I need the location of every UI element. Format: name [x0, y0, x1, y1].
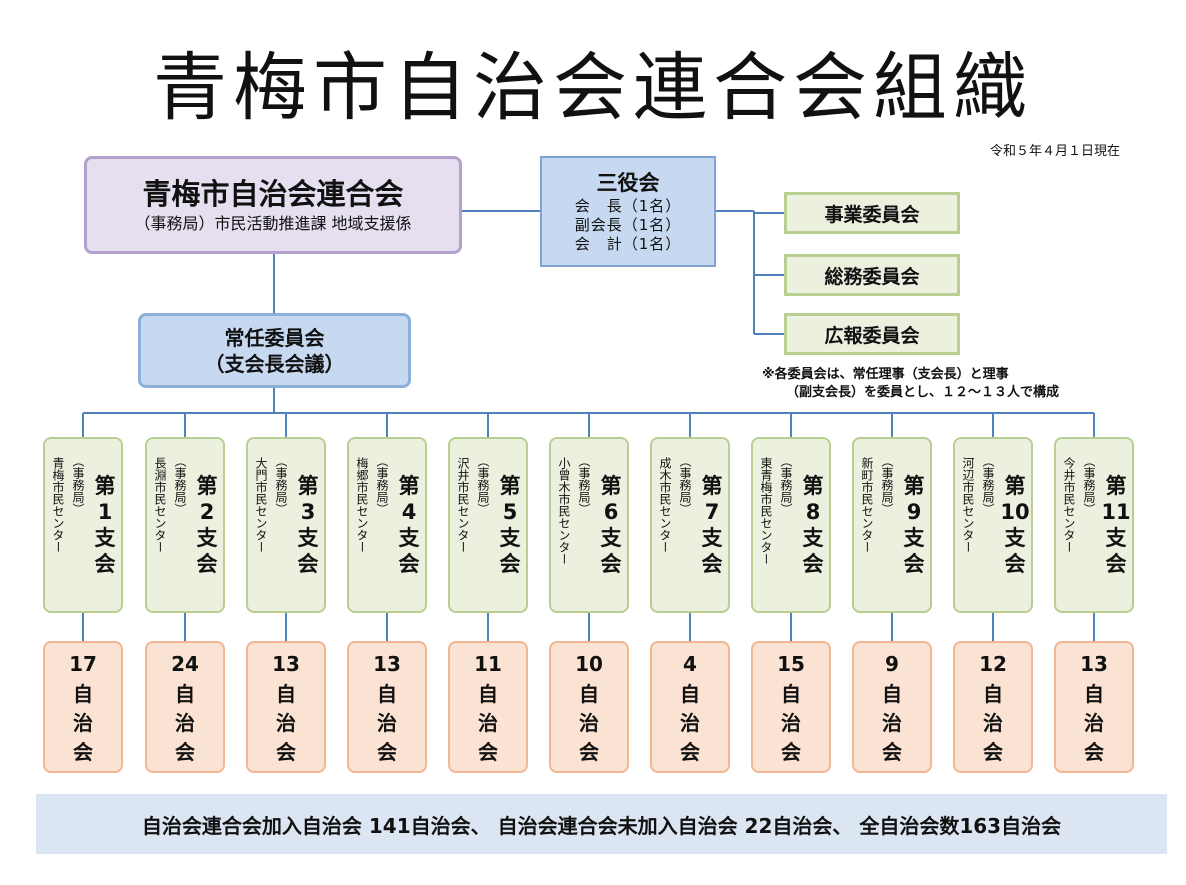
- committee-public-relations: 広報委員会: [784, 313, 960, 355]
- association-count-box: 4 自治会: [650, 641, 730, 773]
- branch-office: 青梅市民センター: [51, 457, 65, 553]
- committee-general-affairs: 総務委員会: [784, 254, 960, 296]
- association-count: 12: [979, 652, 1007, 676]
- association-label: 自治会: [377, 682, 397, 764]
- association-count-box: 12 自治会: [953, 641, 1033, 773]
- branch-office: 沢井市民センター: [456, 457, 470, 553]
- branch-office-label: （事務局）: [779, 455, 793, 515]
- association-count: 4: [683, 652, 697, 676]
- committee-business: 事業委員会: [784, 192, 960, 234]
- association-count-box: 13 自治会: [347, 641, 427, 773]
- federation-office: （事務局）市民活動推進課 地域支援係: [134, 214, 412, 233]
- committee-note: ※各委員会は、常任理事（支会長）と理事 （副支会長）を委員とし、１２～１３人で構…: [762, 366, 1162, 402]
- branch-office-label: （事務局）: [880, 455, 894, 515]
- association-count-box: 11 自治会: [448, 641, 528, 773]
- branch-office-label: （事務局）: [274, 455, 288, 515]
- federation-name: 青梅市自治会連合会: [142, 177, 404, 211]
- association-count-box: 13 自治会: [246, 641, 326, 773]
- page-title: 青梅市自治会連合会組織: [153, 45, 1033, 131]
- branch-office: 河辺市民センター: [961, 457, 975, 553]
- branch-office-label: （事務局）: [981, 455, 995, 515]
- association-label: 自治会: [882, 682, 902, 764]
- association-count: 24: [171, 652, 199, 676]
- association-label: 自治会: [478, 682, 498, 764]
- association-count-box: 10 自治会: [549, 641, 629, 773]
- association-count-box: 9 自治会: [852, 641, 932, 773]
- association-label: 自治会: [781, 682, 801, 764]
- association-count: 13: [373, 652, 401, 676]
- association-count-box: 17 自治会: [43, 641, 123, 773]
- officers-heading: 三役会: [596, 171, 660, 195]
- association-label: 自治会: [579, 682, 599, 764]
- standing-committee-box: 常任委員会 （支会長会議）: [138, 313, 411, 388]
- branch-office-label: （事務局）: [71, 455, 85, 515]
- association-label: 自治会: [983, 682, 1003, 764]
- branch-office: 新町市民センター: [860, 457, 874, 553]
- branch-office-label: （事務局）: [375, 455, 389, 515]
- branch-office: 大門市民センター: [254, 457, 268, 553]
- association-label: 自治会: [1084, 682, 1104, 764]
- standing-committee-name: 常任委員会: [224, 325, 325, 350]
- officer-row: 会 計（1名）: [574, 235, 682, 253]
- association-count: 17: [69, 652, 97, 676]
- officers-box: 三役会 会 長（1名） 副会長（1名） 会 計（1名）: [540, 156, 716, 267]
- summary-bar: 自治会連合会加入自治会 141自治会、 自治会連合会未加入自治会 22自治会、 …: [36, 794, 1167, 854]
- as-of-date: 令和５年４月１日現在: [989, 144, 1120, 159]
- officer-row: 会 長（1名）: [574, 197, 682, 215]
- association-count: 13: [1080, 652, 1108, 676]
- branch-office-label: （事務局）: [476, 455, 490, 515]
- association-count-box: 13 自治会: [1054, 641, 1134, 773]
- association-label: 自治会: [73, 682, 93, 764]
- association-count: 13: [272, 652, 300, 676]
- association-count-box: 15 自治会: [751, 641, 831, 773]
- standing-committee-sub: （支会長会議）: [204, 351, 345, 376]
- association-count: 15: [777, 652, 805, 676]
- association-count: 10: [575, 652, 603, 676]
- branch-office-label: （事務局）: [173, 455, 187, 515]
- association-count: 11: [474, 652, 502, 676]
- note-line: （副支会長）を委員とし、１２～１３人で構成: [786, 385, 1060, 400]
- association-count-box: 24 自治会: [145, 641, 225, 773]
- association-label: 自治会: [276, 682, 296, 764]
- branch-office: 東青梅市民センター: [759, 457, 773, 565]
- branch-office: 今井市民センター: [1062, 457, 1076, 553]
- association-label: 自治会: [680, 682, 700, 764]
- association-label: 自治会: [175, 682, 195, 764]
- branch-office: 長淵市民センター: [153, 457, 167, 553]
- branch-office: 梅郷市民センター: [355, 457, 369, 553]
- branch-office: 小曾木市民センター: [557, 457, 571, 565]
- federation-box: 青梅市自治会連合会 （事務局）市民活動推進課 地域支援係: [84, 156, 462, 254]
- branch-office-label: （事務局）: [678, 455, 692, 515]
- branch-office: 成木市民センター: [658, 457, 672, 553]
- officer-row: 副会長（1名）: [574, 216, 682, 234]
- branch-office-label: （事務局）: [1082, 455, 1096, 515]
- association-count: 9: [885, 652, 899, 676]
- note-line: ※各委員会は、常任理事（支会長）と理事: [762, 367, 1009, 382]
- branch-office-label: （事務局）: [577, 455, 591, 515]
